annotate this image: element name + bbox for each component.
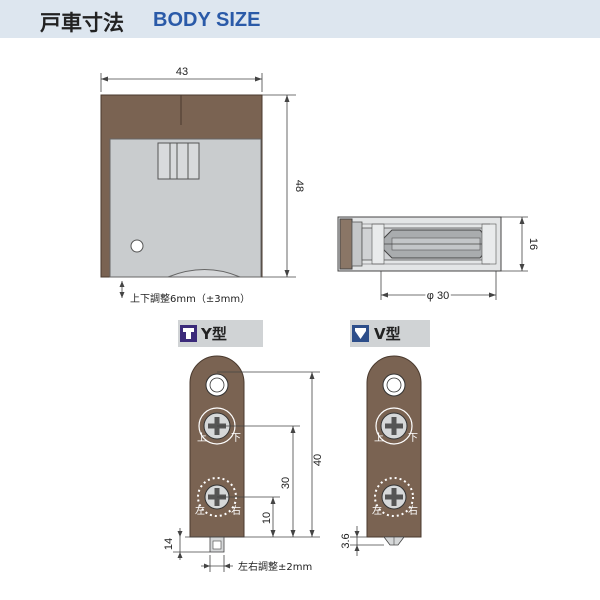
section-header: 戸車寸法 BODY SIZE — [0, 0, 600, 38]
y-hub-down: 下 — [231, 433, 241, 444]
y-type-drawing: Y型 上 下 左 右 40 30 10 — [163, 320, 324, 573]
y-dim-14: 14 — [163, 538, 175, 550]
y-type-label: Y型 — [200, 325, 227, 343]
header-title-en: BODY SIZE — [153, 9, 261, 31]
v-dim-3-6: 3.6 — [340, 533, 352, 548]
lr-adjust-note: 左右調整±2mm — [238, 560, 312, 573]
v-type-label: V型 — [374, 325, 401, 343]
y-hub-up: 上 — [197, 432, 207, 444]
side-diameter-dim: φ 30 — [427, 290, 449, 302]
width-dim-43: 43 — [176, 66, 188, 78]
v-type-drawing: V型 上 下 左 右 3.6 — [340, 320, 430, 556]
v-hub-up: 上 — [374, 432, 384, 444]
front-view: 43 48 上下調整6mm（±3mm） — [100, 66, 305, 305]
vertical-adjust-note: 上下調整6mm（±3mm） — [130, 292, 250, 305]
v-hub-down: 下 — [408, 433, 418, 444]
side-height-dim-16: 16 — [527, 238, 539, 250]
side-view: 16 φ 30 — [337, 216, 539, 304]
y-dim-10: 10 — [261, 512, 273, 524]
y-dim-30: 30 — [280, 477, 292, 489]
header-title-jp: 戸車寸法 — [40, 11, 124, 35]
y-hub-left: 左 — [195, 504, 205, 517]
height-dim-48: 48 — [293, 180, 305, 192]
y-hub-right: 右 — [231, 504, 241, 517]
v-hub-right: 右 — [408, 504, 418, 517]
v-hub-left: 左 — [372, 504, 382, 517]
y-dim-40: 40 — [312, 454, 324, 466]
